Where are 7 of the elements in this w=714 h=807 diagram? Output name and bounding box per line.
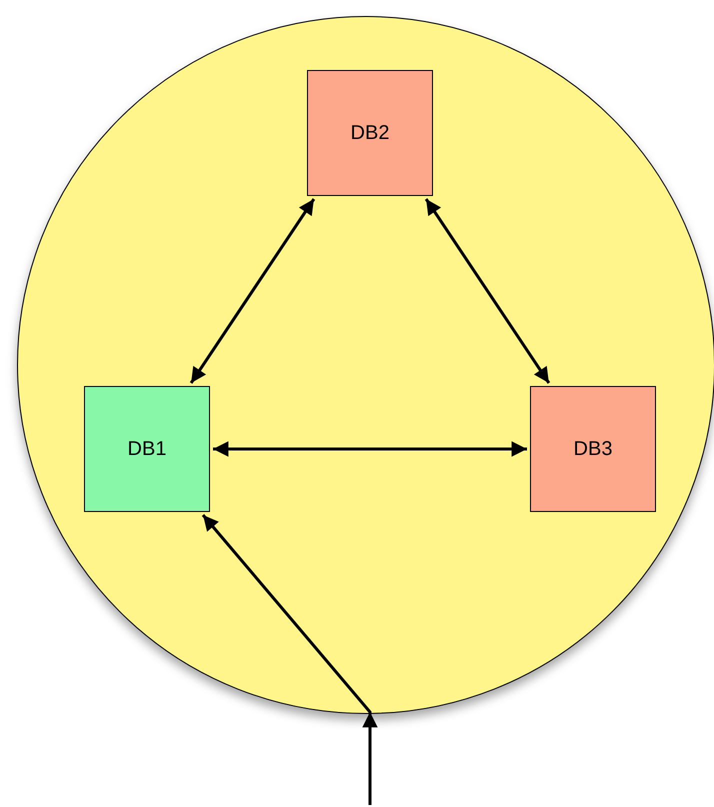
database-box [84,386,210,512]
database-box [307,70,433,196]
arrow [202,514,378,805]
node-label: DB3 [574,438,612,460]
database-box [530,386,656,512]
node-label: DB1 [128,438,166,460]
node-label: DB2 [350,122,390,144]
